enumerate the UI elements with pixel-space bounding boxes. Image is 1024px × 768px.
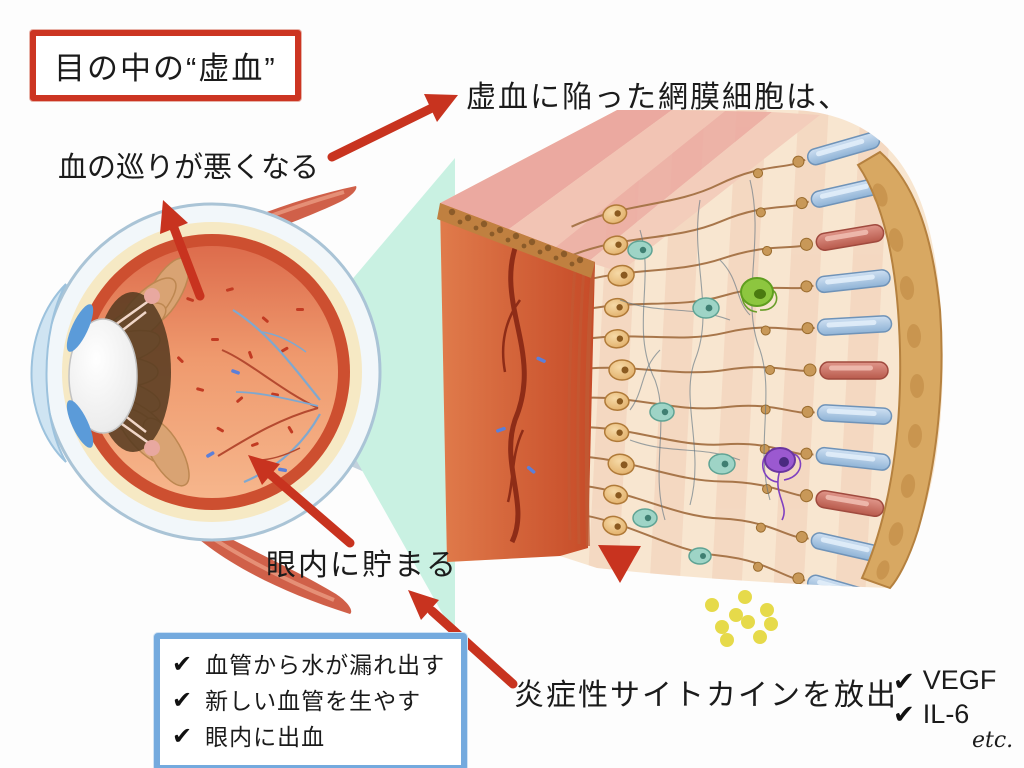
ciliary-body-top <box>144 288 160 304</box>
check-icon: ✔ <box>172 723 194 750</box>
lens <box>68 318 138 434</box>
check-icon: ✔ <box>172 687 194 714</box>
etc-label: etc. <box>972 728 1014 753</box>
magnification-cone <box>333 158 455 636</box>
title-box: 目の中の“虚血” <box>30 30 301 101</box>
choroid-dotted-edge <box>437 203 595 278</box>
effect-item: ✔ 血管から水が漏れ出す <box>172 647 445 683</box>
retinal-vessels <box>217 309 321 484</box>
cytokine-item: ✔ IL-6 <box>893 698 996 732</box>
page-title: 目の中の“虚血” <box>54 51 277 86</box>
effect-item: ✔ 眼内に出血 <box>172 719 445 755</box>
arrowhead-release-down <box>598 545 641 583</box>
effects-checklist-box: ✔ 血管から水が漏れ出す ✔ 新しい血管を生やす ✔ 眼内に出血 <box>154 633 468 768</box>
retina-cross-section <box>437 110 943 590</box>
cytokine-list: ✔ VEGF ✔ IL-6 <box>893 664 996 732</box>
hemorrhage-speckles <box>177 287 304 473</box>
choroid-face <box>440 203 595 562</box>
cornea <box>30 283 67 463</box>
rpe-band <box>856 150 943 590</box>
cytokine-label: IL-6 <box>922 698 970 729</box>
effect-label: 眼内に出血 <box>205 723 326 750</box>
eyeball-cross-section <box>30 202 382 542</box>
ciliary-body-bottom <box>144 440 160 456</box>
arrow-into-eye <box>248 455 355 548</box>
activated-purple-cell <box>762 447 802 521</box>
cytokine-dots <box>705 590 778 647</box>
dendrites <box>619 179 771 521</box>
caption-accumulate: 眼内に貯まる <box>266 549 458 582</box>
check-icon: ✔ <box>172 651 194 678</box>
arrow-circulation <box>160 200 205 301</box>
arrow-to-retina-caption <box>327 94 458 162</box>
cytokine-label: VEGF <box>922 665 997 695</box>
activated-green-cell <box>740 277 778 313</box>
cytokine-item: ✔ VEGF <box>893 664 996 698</box>
check-icon: ✔ <box>893 665 915 696</box>
iris-top <box>66 304 94 352</box>
arrow-accumulate <box>408 590 518 689</box>
effect-item: ✔ 新しい血管を生やす <box>172 683 445 719</box>
iris-bottom <box>66 400 94 448</box>
caption-retina-cells: 虚血に陥った網膜細胞は、 <box>466 81 850 114</box>
check-icon: ✔ <box>893 699 915 730</box>
caption-circulation: 血の巡りが悪くなる <box>58 152 320 184</box>
caption-cytokine-release: 炎症性サイトカインを放出 <box>514 679 898 712</box>
retina-top-layers <box>440 110 820 272</box>
effect-label: 新しい血管を生やす <box>205 687 422 714</box>
effect-label: 血管から水が漏れ出す <box>205 651 446 678</box>
